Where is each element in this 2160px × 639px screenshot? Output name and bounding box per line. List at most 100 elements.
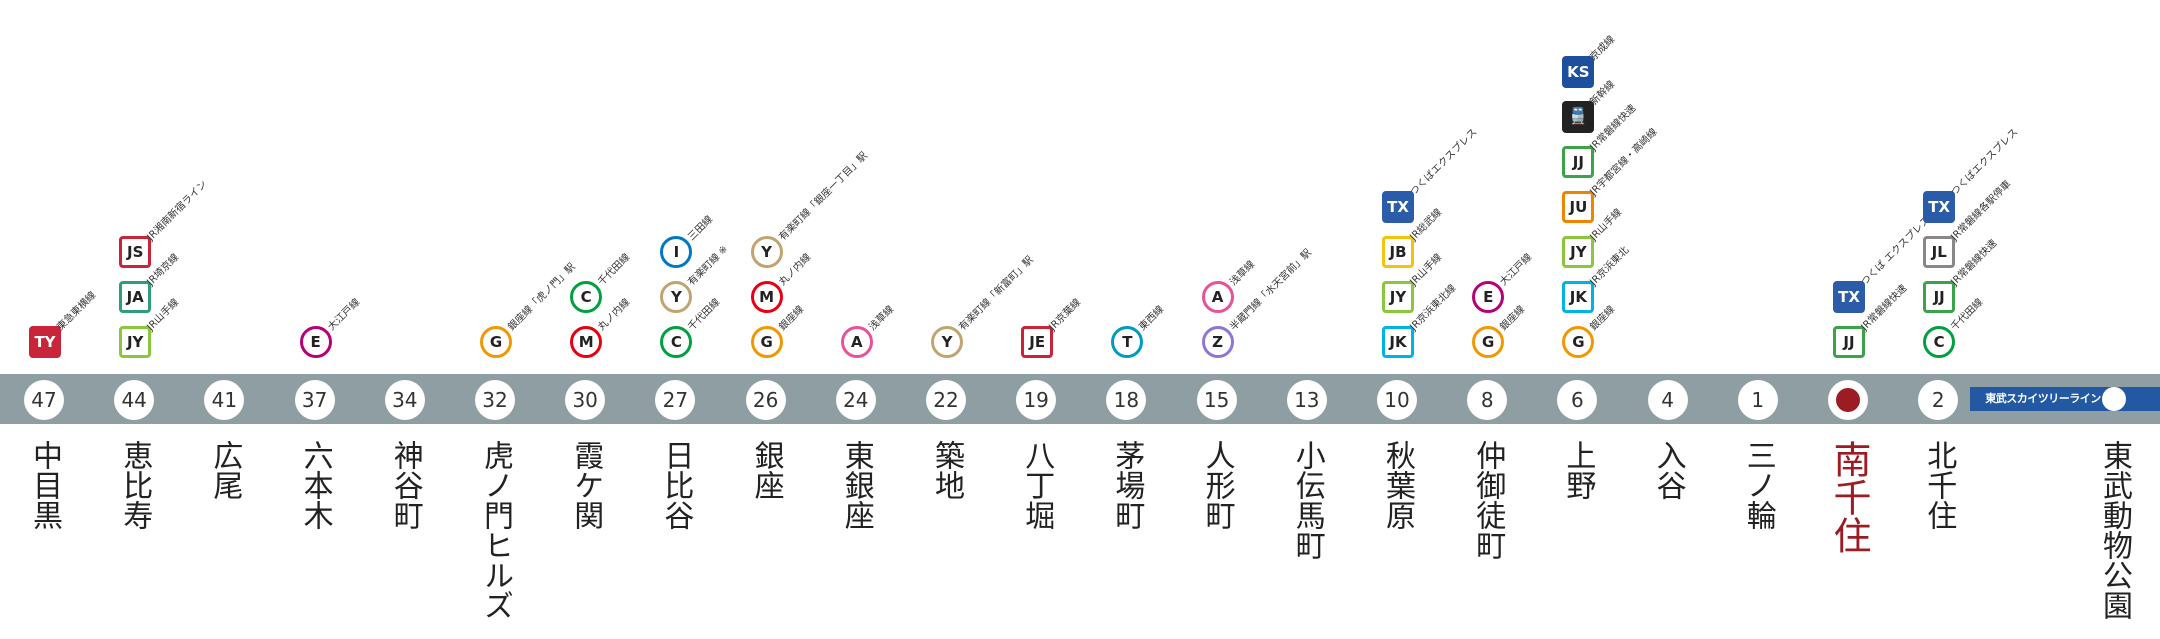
line-badge: KS (1562, 56, 1595, 88)
line-badge: G (750, 326, 783, 358)
shinkansen-icon: 🚆 (1562, 101, 1595, 133)
line-badge: TY (29, 326, 61, 358)
station-number: 32 (475, 380, 515, 420)
station[interactable]: 41 広尾 (181, 0, 271, 639)
line-badge: JE (1021, 326, 1054, 358)
line-badge: JA (119, 281, 152, 313)
station-name: 仲御徒町 (1470, 440, 1506, 560)
station-name: 入谷 (1650, 440, 1686, 500)
line-badge: C (660, 326, 693, 358)
station-name: 広尾 (207, 440, 243, 500)
station-name: 神谷町 (387, 440, 423, 530)
line-badge: Z (1201, 326, 1234, 358)
station[interactable]: 1 三ノ輪 (1715, 0, 1805, 639)
line-badge: JJ (1923, 281, 1956, 313)
line-badge: G (1562, 326, 1595, 358)
line-badge: Y (750, 236, 783, 268)
station-name: 恵比寿 (117, 440, 153, 530)
station-number: 34 (384, 380, 425, 420)
station-name: 三ノ輪 (1740, 440, 1776, 530)
station-name: 人形町 (1199, 440, 1235, 530)
tobu-terminal-marker (2102, 387, 2126, 411)
station-name: 八丁堀 (1019, 440, 1055, 530)
line-badge: A (840, 326, 873, 358)
tobu-line-extension (1970, 387, 2160, 411)
line-badge: A (1201, 281, 1234, 313)
line-badge: JY (1562, 236, 1595, 268)
station-number: 26 (745, 380, 786, 420)
station-number: 30 (565, 380, 606, 420)
line-badge: JK (1382, 326, 1414, 358)
line-badge: C (1923, 326, 1956, 358)
station-number (1828, 380, 1868, 420)
line-badge: JY (119, 326, 152, 358)
station-number: 41 (204, 380, 245, 420)
station-number: 10 (1377, 380, 1417, 420)
line-badge: JY (1382, 281, 1414, 313)
hibiya-line-rail (0, 374, 2160, 424)
station-number: 13 (1286, 380, 1327, 420)
station-name: 秋葉原 (1380, 440, 1415, 530)
line-badge: T (1111, 326, 1144, 358)
line-badge: TX (1923, 191, 1956, 223)
station[interactable]: 34 神谷町 (362, 0, 452, 639)
station-name: 茅場町 (1109, 440, 1145, 530)
line-badge: JJ (1833, 326, 1865, 358)
station-name: 日比谷 (658, 440, 694, 530)
line-badge: JS (119, 236, 152, 268)
line-badge: JU (1562, 191, 1595, 223)
station-name: 東銀座 (838, 440, 874, 530)
line-badge: JK (1562, 281, 1595, 313)
line-badge: E (299, 326, 332, 358)
station-number: 1 (1737, 380, 1778, 420)
station-number: 37 (294, 380, 335, 420)
line-badge: Y (660, 281, 693, 313)
transfer-line: 🚆新幹線 (1562, 79, 1652, 133)
tobu-terminal-name: 東武動物公園 (2097, 440, 2132, 620)
line-badge: Y (931, 326, 963, 358)
station-name: 虎ノ門ヒルズ (478, 440, 513, 620)
